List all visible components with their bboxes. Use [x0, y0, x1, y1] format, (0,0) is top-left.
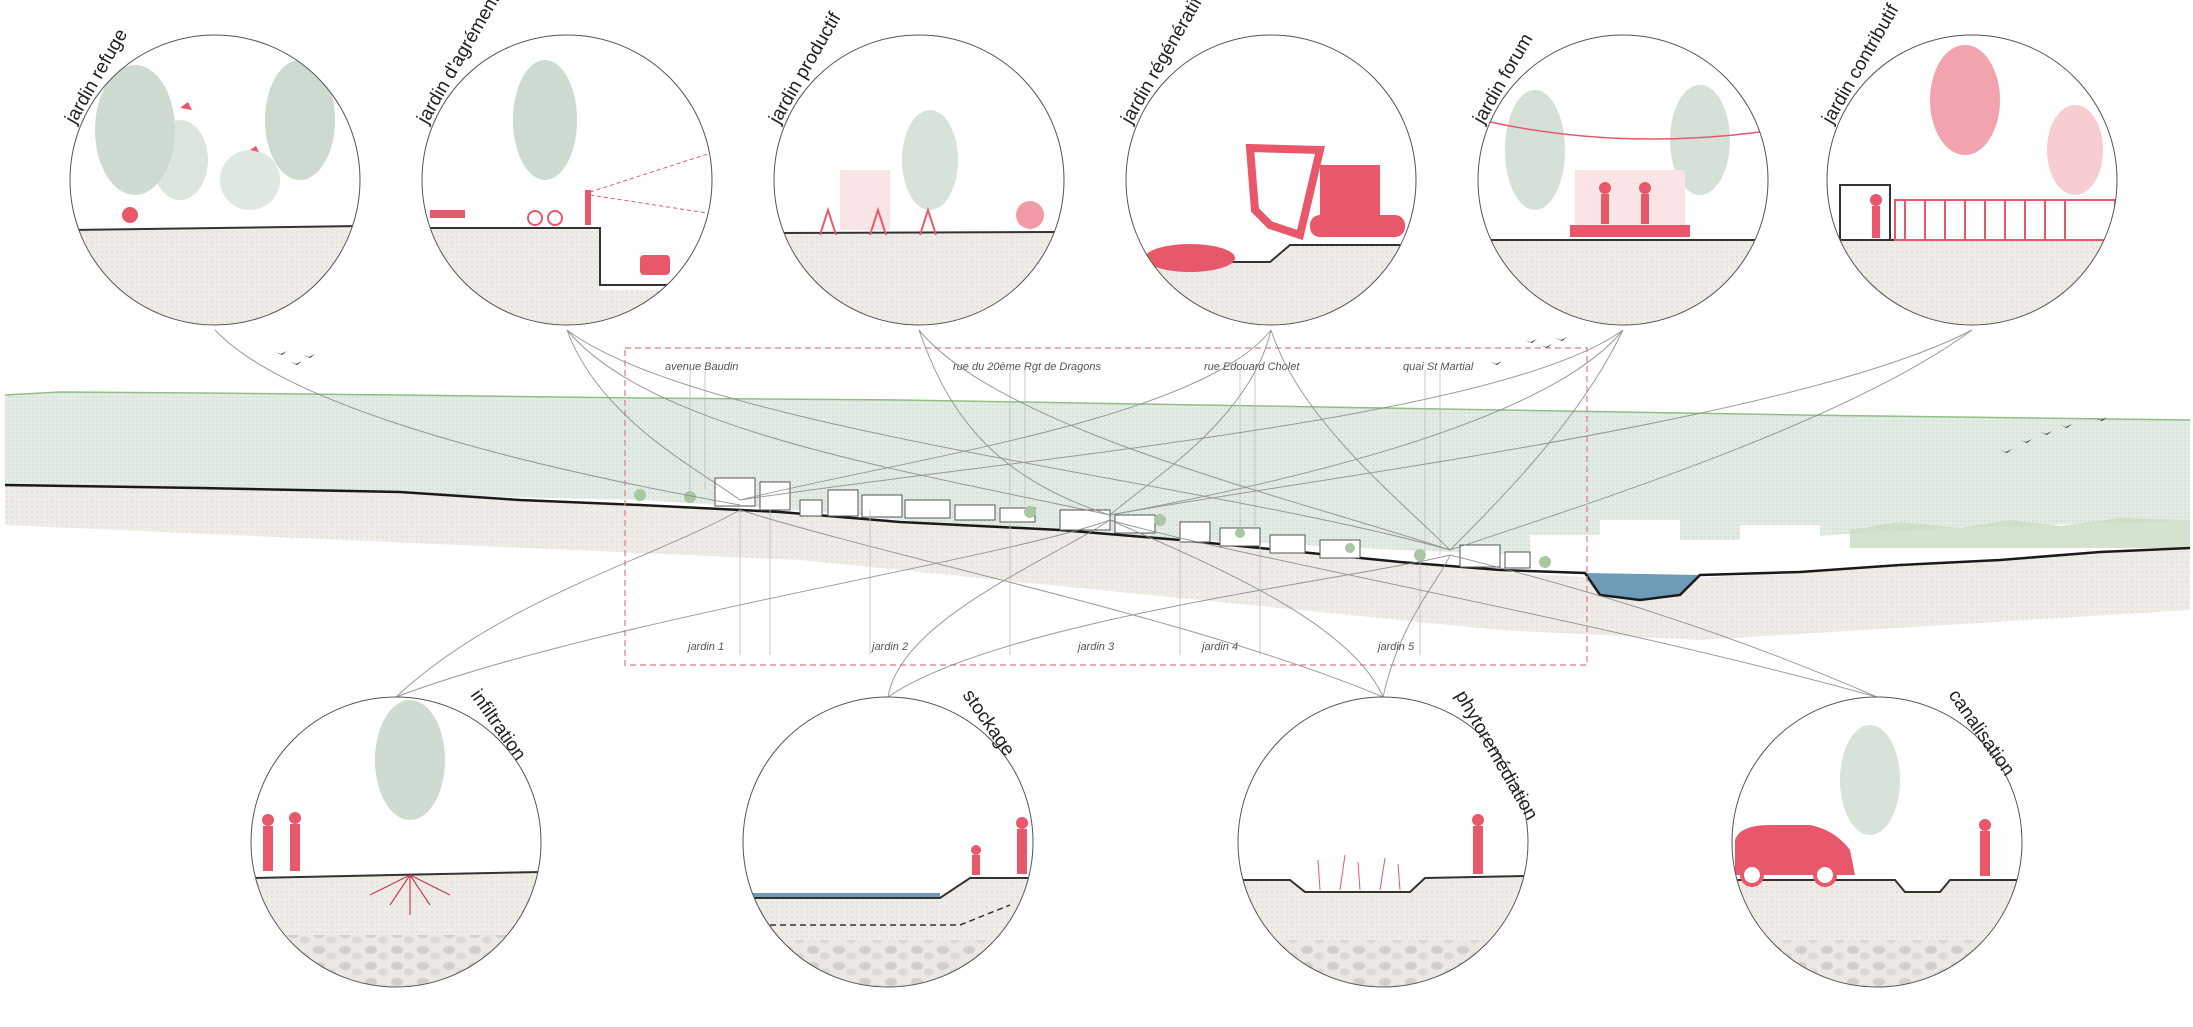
- reference-lines: [689, 370, 1441, 655]
- circle-canalisation: canalisation: [1731, 686, 2023, 988]
- street-label: quai St Martial: [1403, 361, 1474, 373]
- circle-outline: [1477, 34, 1769, 326]
- circle-outline: [69, 34, 361, 326]
- circle-outline: [1731, 696, 2023, 988]
- circle-outline: [773, 34, 1065, 326]
- city-buildings: [714, 477, 1531, 569]
- ground-line: [4, 483, 2191, 602]
- long-section: [4, 337, 2191, 640]
- street-label: rue Edouard Cholet: [1204, 361, 1300, 373]
- circle-jardin-refuge: jardin refuge: [61, 26, 361, 326]
- circle-outline: [421, 34, 713, 326]
- garden-label: jardin 1: [686, 641, 724, 653]
- street-label: rue du 20ème Rgt de Dragons: [953, 361, 1101, 373]
- circle-jardin-contributif: jardin contributif: [1818, 0, 2118, 326]
- circle-outline: [1237, 696, 1529, 988]
- circle-jardin-agrement: jardin d'agrément: [413, 0, 713, 326]
- circle-outline: [1826, 34, 2118, 326]
- garden-label: jardin 3: [1076, 641, 1115, 653]
- river: [1585, 573, 1700, 600]
- circle-infiltration: infiltration: [250, 686, 542, 988]
- focus-frame: [624, 347, 1588, 666]
- street-label: avenue Baudin: [665, 361, 738, 373]
- circle-jardin-forum: jardin forum: [1469, 30, 1769, 326]
- circle-jardin-regeneratif: jardin régénératif: [1117, 0, 1417, 326]
- garden-label: jardin 5: [1376, 641, 1415, 653]
- connector-curves: [214, 329, 1973, 698]
- circle-outline: [250, 696, 542, 988]
- garden-label: jardin 2: [870, 641, 908, 653]
- garden-label: jardin 4: [1200, 641, 1238, 653]
- ground-fill: [5, 485, 2190, 640]
- circle-phytoremediation: phytoremédiation: [1237, 687, 1542, 988]
- circle-outline: [1125, 34, 1417, 326]
- circle-jardin-productif: jardin productif: [765, 8, 1065, 326]
- birds: [275, 337, 2107, 453]
- circle-outline: [742, 696, 1034, 988]
- circle-stockage: stockage: [742, 686, 1034, 988]
